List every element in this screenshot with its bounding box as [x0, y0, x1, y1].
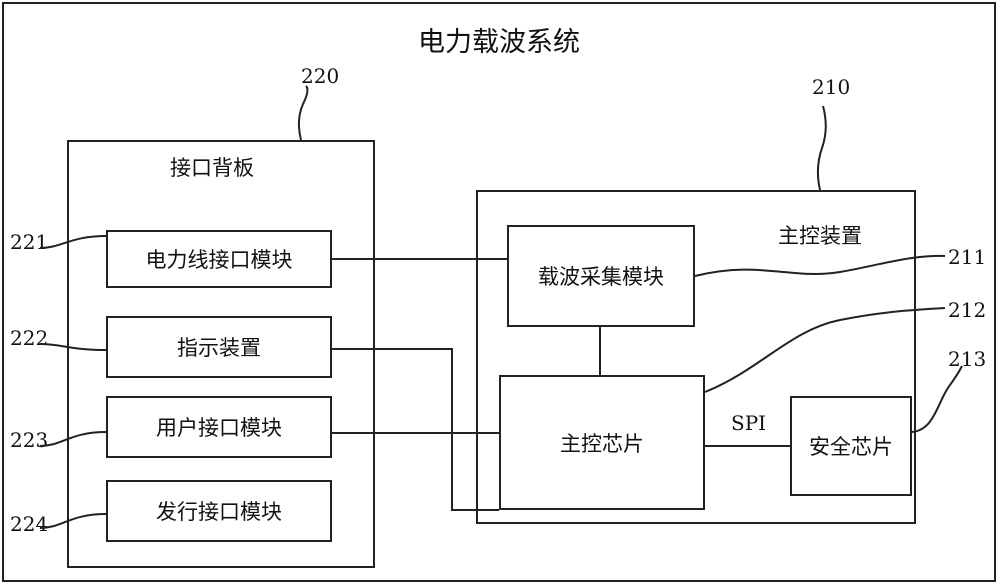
module-ref-224: 224 [10, 512, 49, 536]
leader-212 [704, 307, 946, 393]
main-control-chip-label: 主控芯片 [560, 431, 644, 456]
backplane-label: 接口背板 [170, 156, 254, 180]
carrier-acquisition-label: 载波采集模块 [538, 265, 664, 289]
security-chip-label: 安全芯片 [809, 435, 893, 459]
carrier-ref: 211 [948, 245, 987, 269]
module-ref-221: 221 [10, 230, 49, 254]
module-ref-223: 223 [10, 428, 49, 452]
indicator-to-chip [332, 348, 499, 511]
power-line-interface-module: 电力线接口模块 [106, 230, 332, 288]
leader-223 [39, 431, 107, 447]
issuing-interface-label: 发行接口模块 [156, 500, 282, 524]
leader-220 [297, 85, 309, 141]
master-control-ref: 210 [812, 75, 851, 99]
leader-210 [816, 105, 827, 191]
module-ref-222: 222 [10, 326, 49, 350]
spi-bus-label: SPI [731, 411, 767, 435]
leader-221 [39, 235, 107, 249]
issuing-interface-module: 发行接口模块 [106, 480, 332, 542]
main-control-chip: 主控芯片 [499, 375, 705, 510]
indicator-device-label: 指示装置 [177, 336, 261, 360]
leader-222 [39, 343, 107, 351]
leader-224 [39, 513, 107, 529]
user-interface-module: 用户接口模块 [106, 396, 332, 458]
security-ref: 213 [948, 347, 987, 371]
indicator-device: 指示装置 [106, 316, 332, 378]
master-control-label: 主控装置 [778, 224, 862, 248]
chip-ref: 212 [948, 298, 987, 322]
leader-213 [911, 365, 963, 433]
diagram-title: 电力载波系统 [418, 27, 580, 58]
carrier-acquisition-module: 载波采集模块 [507, 225, 695, 327]
user-interface-label: 用户接口模块 [156, 416, 282, 440]
security-chip: 安全芯片 [790, 396, 912, 496]
leader-211 [694, 254, 946, 277]
power-line-interface-label: 电力线接口模块 [145, 248, 293, 272]
backplane-ref: 220 [301, 64, 340, 88]
